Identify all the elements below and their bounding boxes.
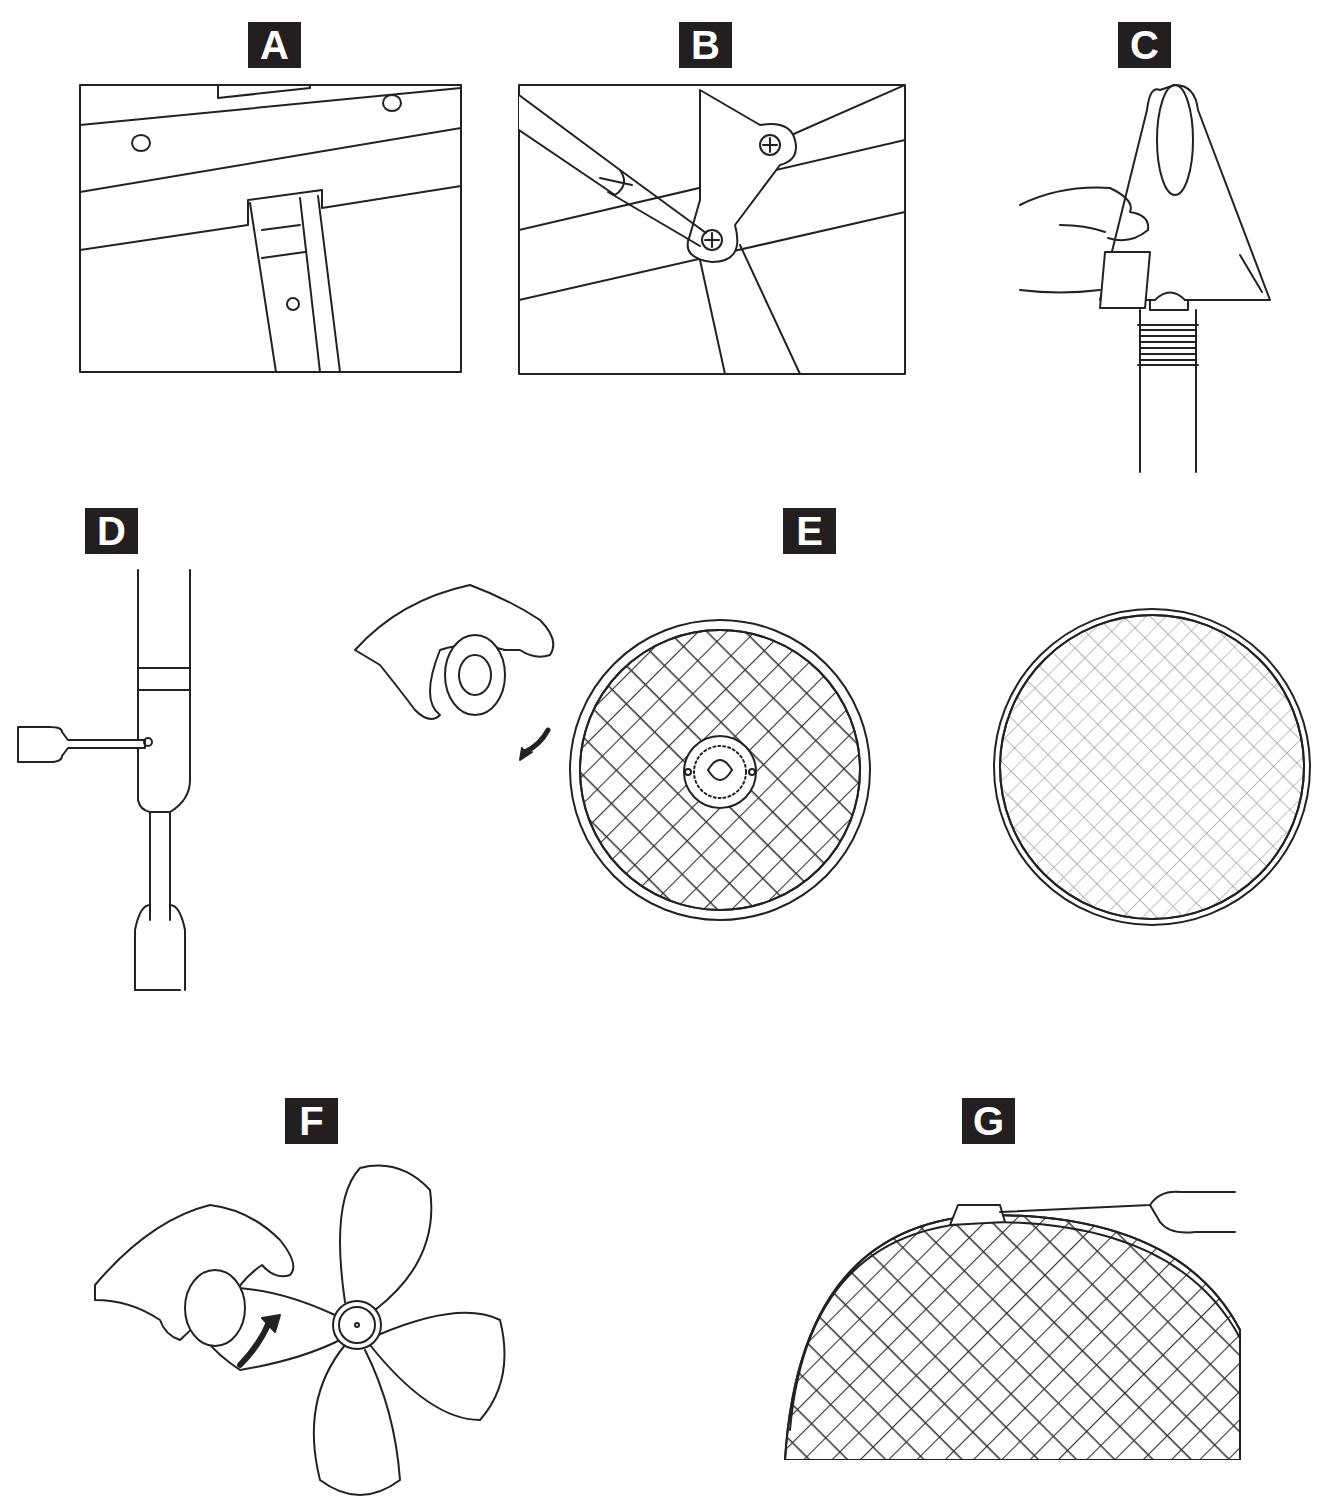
step-letter: D xyxy=(97,511,126,551)
step-letter-box: C xyxy=(1118,22,1171,68)
step-letter: G xyxy=(973,1101,1004,1141)
panel-c-cover xyxy=(1020,85,1270,472)
step-letter: F xyxy=(299,1101,323,1141)
step-letter: A xyxy=(260,25,289,65)
step-letter-box: F xyxy=(285,1098,338,1144)
step-letter-box: G xyxy=(962,1098,1015,1144)
step-letter-box: A xyxy=(248,22,301,68)
step-letter-box: B xyxy=(679,22,732,68)
panel-a-frame xyxy=(80,85,461,372)
step-letter-box: D xyxy=(85,508,138,554)
panel-e-guards xyxy=(355,585,1310,925)
panel-g-dome xyxy=(785,1192,1240,1460)
step-letter: E xyxy=(796,511,823,551)
step-letter-box: E xyxy=(783,508,836,554)
panel-f-blade xyxy=(95,1166,505,1495)
step-letter: B xyxy=(691,25,720,65)
panel-d-pole xyxy=(18,570,190,990)
step-letter: C xyxy=(1130,25,1159,65)
panel-b-screwing xyxy=(519,85,905,374)
